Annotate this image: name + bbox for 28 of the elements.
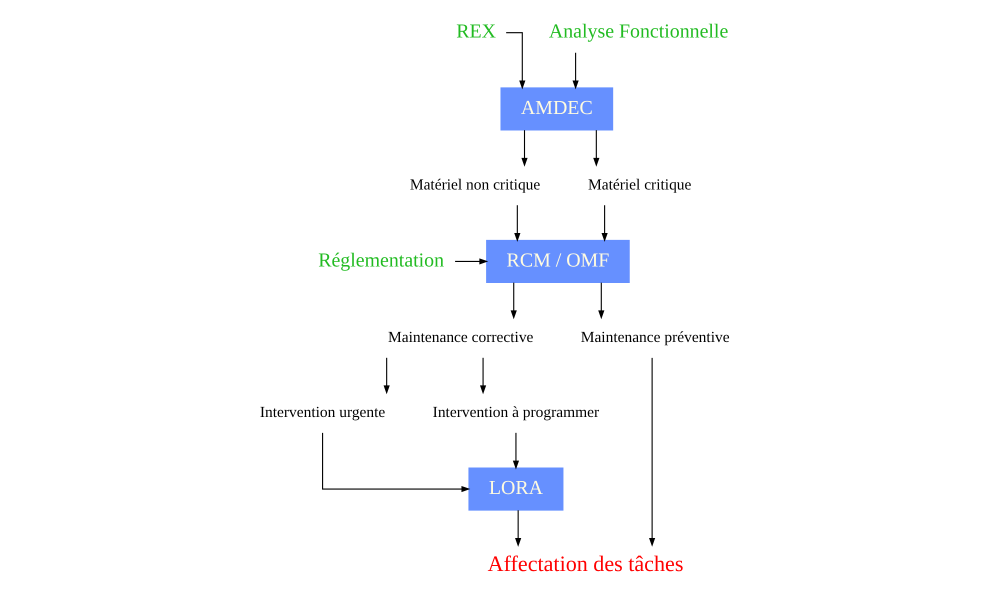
arrow [598,282,604,320]
node-text: Analyse Fonctionnelle [548,20,728,43]
node-text: Intervention à programmer [432,404,600,421]
arrow [512,432,520,470]
node-text: Matériel critique [588,176,692,194]
node-text: Maintenance corrective [388,328,534,346]
arrow [384,358,390,394]
node-text: REX [456,20,496,43]
node-text: Maintenance préventive [580,328,730,346]
arrow [515,510,522,547]
arrow [649,358,656,547]
node-text: Intervention urgente [260,404,386,421]
node-box: AMDEC [500,87,614,130]
node-text: Réglementation [318,249,444,272]
arrow [572,52,579,90]
arrow [510,282,517,320]
arrow [480,358,486,394]
node-text: Matériel non critique [410,176,540,194]
arrow [322,432,470,492]
arrow [506,32,526,90]
arrow [514,205,520,242]
node-box: RCM / OMF [486,240,630,283]
arrow [455,258,488,265]
node-text: Affectation des tâches [488,550,684,576]
arrow [602,205,608,242]
node-box: LORA [468,468,564,511]
arrow [593,130,600,167]
arrow [521,130,528,167]
